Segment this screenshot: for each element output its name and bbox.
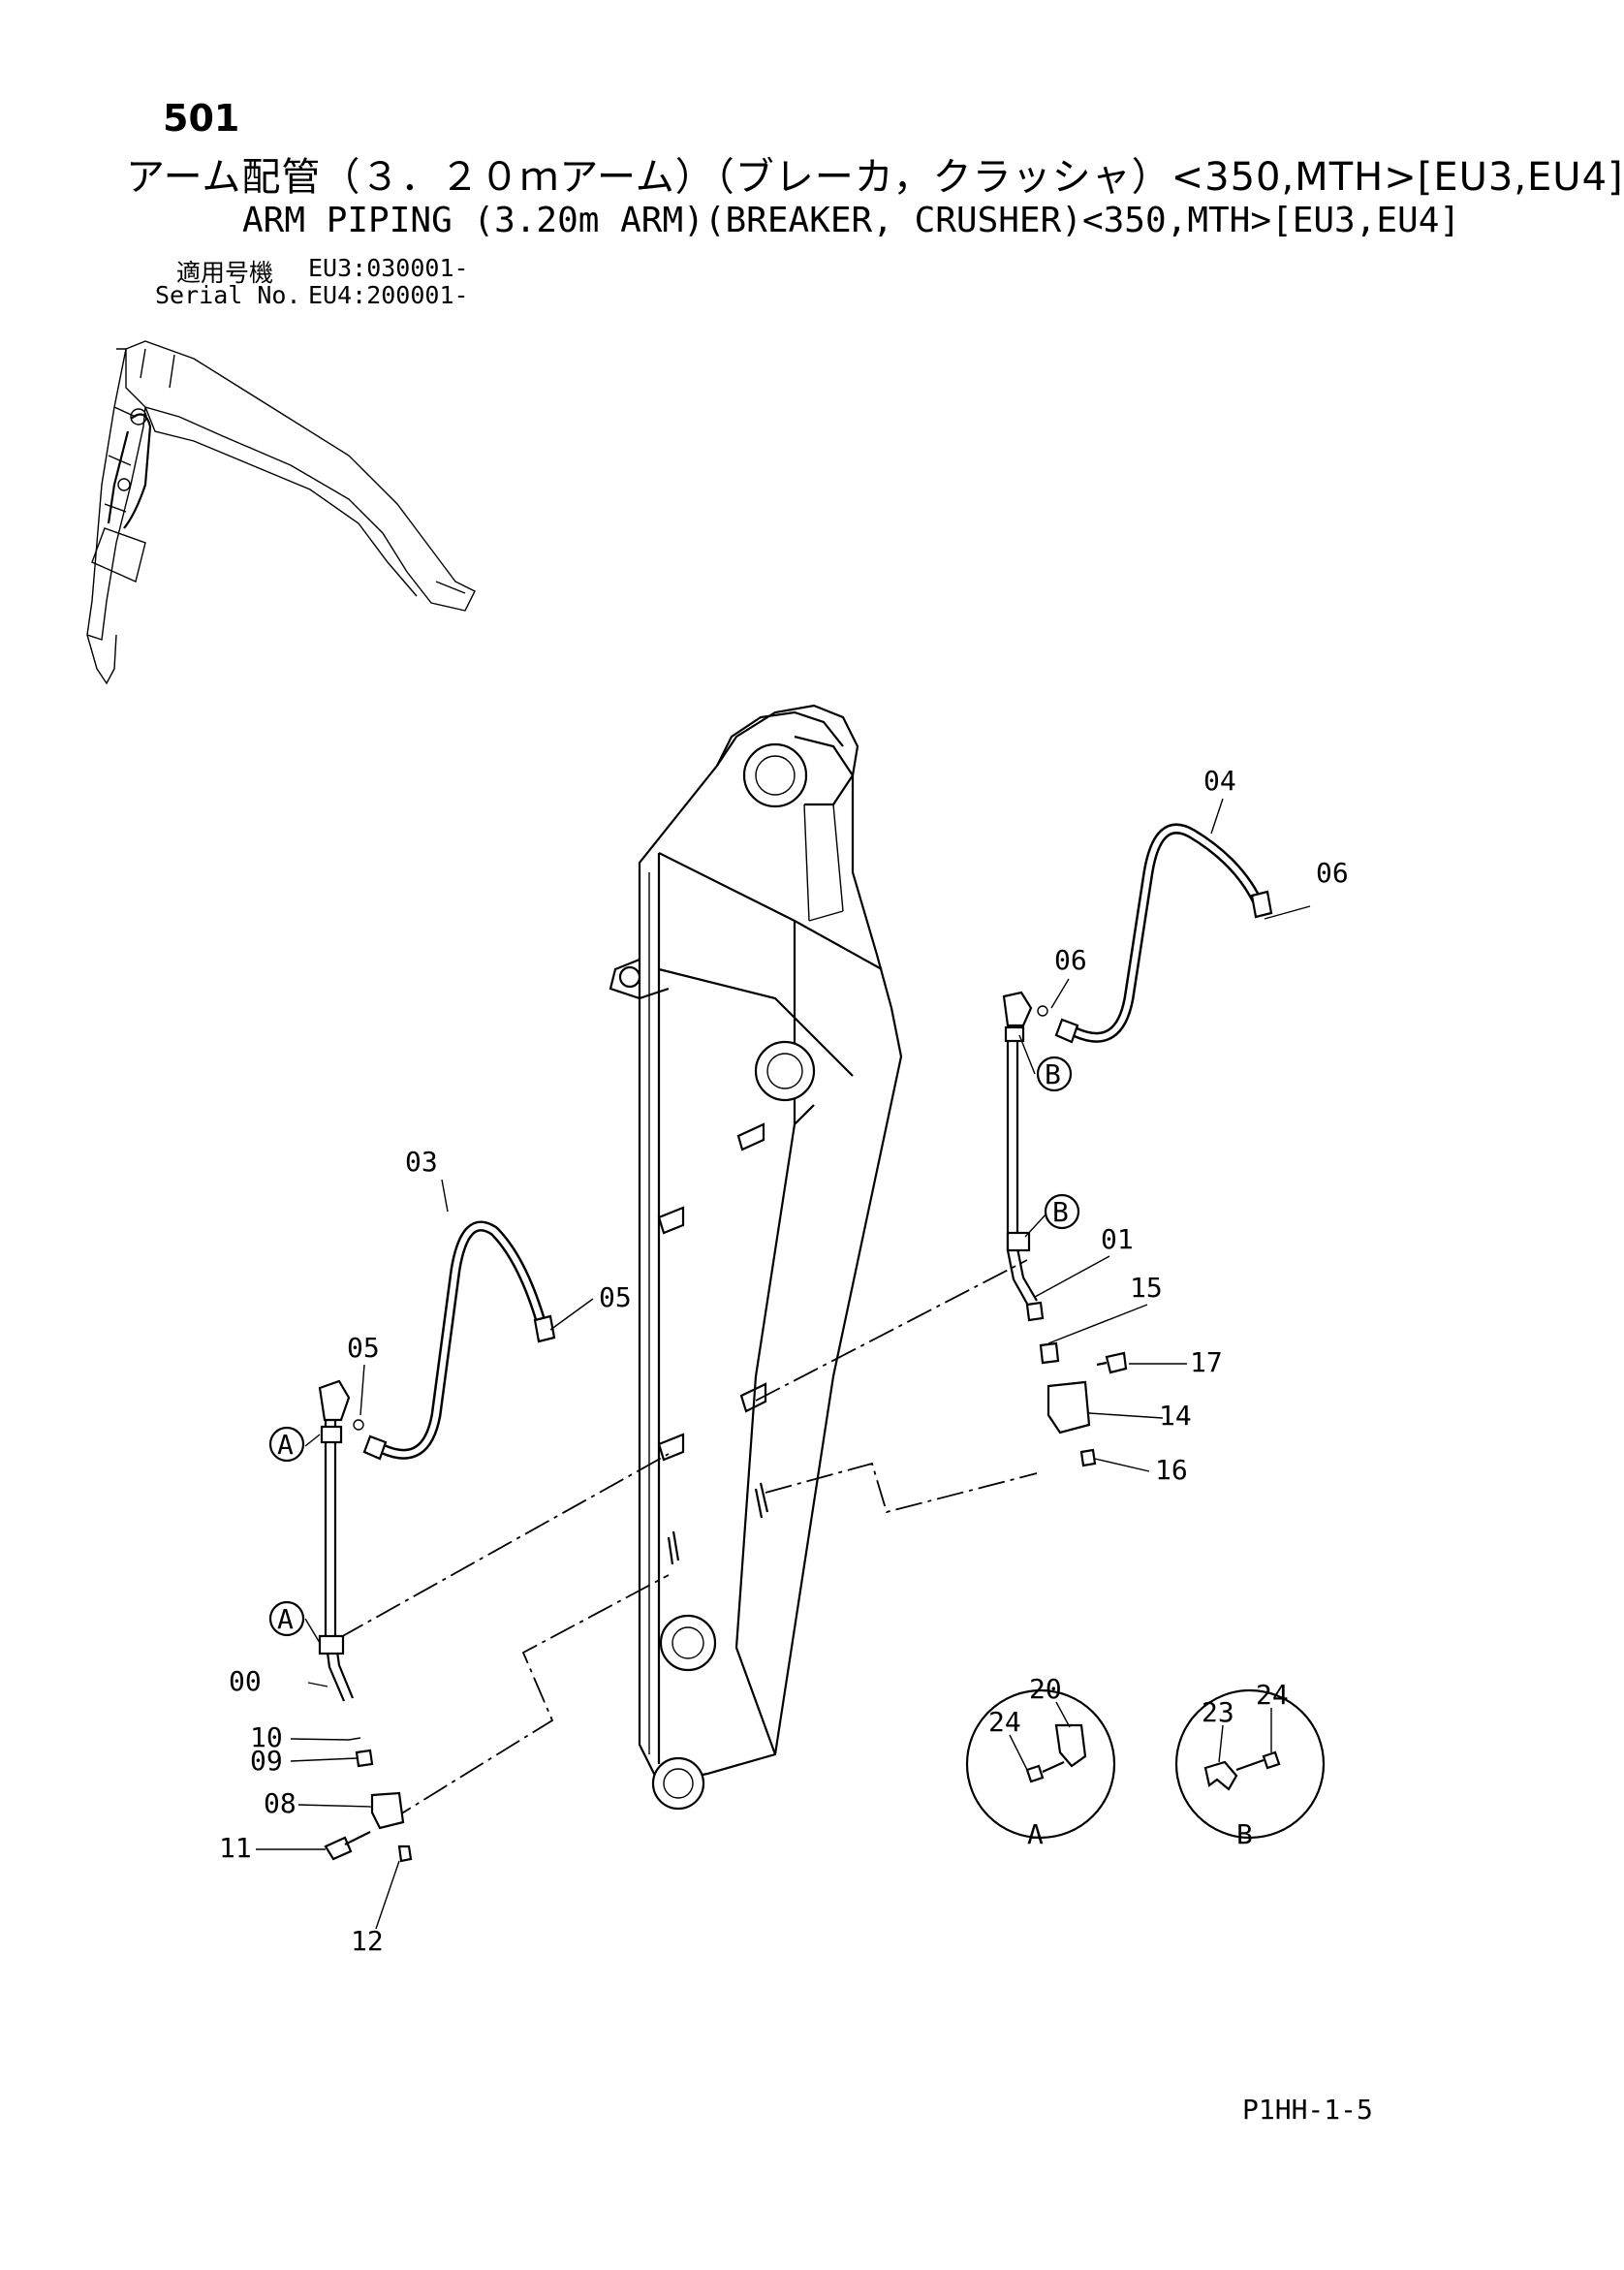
- serial-label-japanese: 適用号機: [176, 259, 274, 287]
- serial-eu3: EU3:030001-: [308, 254, 469, 282]
- part-label-17: 17: [1190, 1346, 1223, 1378]
- detail-view-a: A: [965, 1688, 1116, 1850]
- part-label-01: 01: [1101, 1223, 1134, 1255]
- svg-text:B: B: [1045, 1058, 1061, 1090]
- part-label-15: 15: [1130, 1272, 1163, 1304]
- callout-b-bottom: B: [1044, 1193, 1080, 1230]
- serial-eu4: EU4:200001-: [308, 281, 469, 309]
- page-number: 501: [163, 97, 240, 140]
- part-label-14: 14: [1159, 1400, 1192, 1432]
- part-label-03: 03: [405, 1146, 438, 1178]
- right-piping-assembly: [1002, 823, 1273, 1467]
- part-number-labels: 04 06 06 03 05 05 01 15 17 14 16 00 10 0…: [219, 765, 1349, 1957]
- svg-text:B: B: [1052, 1196, 1069, 1228]
- callout-a-top: A: [268, 1426, 305, 1463]
- part-label-00: 00: [229, 1665, 262, 1697]
- part-label-05: 05: [347, 1332, 380, 1364]
- callout-b-top: B: [1036, 1056, 1073, 1092]
- serial-label-english: Serial No.: [155, 281, 301, 309]
- svg-text:A: A: [277, 1429, 294, 1461]
- svg-text:A: A: [277, 1603, 294, 1635]
- callout-a-bottom: A: [268, 1600, 305, 1637]
- overview-thumbnail: [86, 340, 476, 685]
- drawing-code: P1HH-1-5: [1242, 2094, 1373, 2126]
- part-label-12: 12: [351, 1925, 384, 1957]
- title-english: ARM PIPING (3.20m ARM)(BREAKER, CRUSHER)…: [242, 201, 1461, 240]
- part-label-08: 08: [264, 1787, 297, 1819]
- part-label-04: 04: [1203, 765, 1236, 797]
- leader-lines: [256, 798, 1311, 1930]
- part-label-23: 23: [1202, 1696, 1234, 1728]
- part-label-09: 09: [250, 1745, 283, 1777]
- part-label-24: 24: [988, 1706, 1021, 1738]
- assembly-lines: [338, 1259, 1038, 1823]
- part-label-16: 16: [1155, 1454, 1188, 1486]
- part-label-05: 05: [599, 1281, 632, 1313]
- left-piping-assembly: [318, 1220, 556, 1863]
- part-label-24: 24: [1256, 1679, 1289, 1711]
- svg-text:B: B: [1236, 1818, 1253, 1850]
- svg-text:A: A: [1027, 1818, 1044, 1850]
- part-label-10: 10: [250, 1721, 283, 1753]
- title-japanese: アーム配管（３．２０ｍアーム）（ブレーカ，クラッシャ）<350,MTH>[EU3…: [126, 155, 1624, 200]
- arm-body: [609, 704, 903, 1811]
- part-label-20: 20: [1029, 1673, 1062, 1705]
- part-label-06: 06: [1316, 857, 1349, 889]
- detail-view-b: B: [1174, 1688, 1326, 1850]
- part-label-06: 06: [1054, 944, 1087, 976]
- part-label-11: 11: [219, 1832, 252, 1864]
